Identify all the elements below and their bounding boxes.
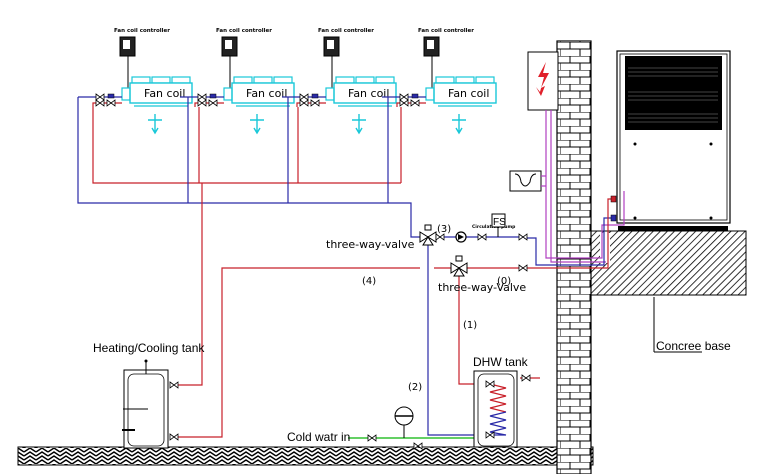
gate-valve-icon <box>410 99 420 107</box>
flow-switch <box>491 213 506 237</box>
gate-valve-icon <box>399 99 409 107</box>
gate-valve-icon <box>518 233 528 241</box>
dhw-tank <box>473 370 518 448</box>
power-supply-box <box>527 51 559 111</box>
concrete-base <box>590 230 747 296</box>
fan-coil-label: Fan coil <box>448 87 489 100</box>
fan-coil-controller-label: Fan coil controller <box>418 28 474 34</box>
gate-valve-icon <box>299 99 309 107</box>
three-way-valve-lower <box>450 255 468 277</box>
gate-valve-icon <box>413 442 423 450</box>
gate-valve-icon <box>477 233 487 241</box>
gate-valve-icon <box>518 264 528 272</box>
gate-valve-icon <box>197 99 207 107</box>
fan-coil-controller-label: Fan coil controller <box>318 28 374 34</box>
air-flow-icon <box>148 114 162 135</box>
air-flow-icon <box>250 114 264 135</box>
lightning-icon <box>536 62 549 96</box>
heating-tank-return-pipe <box>176 267 420 438</box>
gate-valve-icon <box>169 433 179 441</box>
supply-header <box>92 107 401 184</box>
three-way-valve-upper-label: three-way-valve <box>326 238 415 251</box>
gate-valve-icon <box>106 99 116 107</box>
gate-valve-icon <box>208 99 218 107</box>
dhw-coil-hot <box>489 383 507 413</box>
outdoor-heat-pump-unit <box>616 50 731 231</box>
gate-valve-icon <box>95 99 105 107</box>
heating-cooling-tank <box>122 359 169 449</box>
gate-valve-icon <box>299 93 309 101</box>
gate-valve-icon <box>399 93 409 101</box>
dhw-tank-label: DHW tank <box>473 355 529 369</box>
concrete-base-label: Concree base <box>656 339 731 353</box>
unit-supply-pipe <box>520 198 612 269</box>
heating-tank-supply-pipe <box>176 183 203 386</box>
gate-valve-icon <box>485 431 495 439</box>
flow-switch-label: FS <box>493 217 506 228</box>
ground <box>17 446 594 466</box>
gate-valve-icon <box>485 380 495 388</box>
expansion-vessel <box>394 406 414 426</box>
dhw-return-pipe <box>427 245 490 436</box>
gate-valve-icon <box>435 233 445 241</box>
dhw-coil-cold <box>489 411 507 436</box>
fan-grille <box>625 56 722 130</box>
circuit-2-label: (2) <box>408 382 422 393</box>
heating-cooling-tank-label: Heating/Cooling tank <box>93 341 205 355</box>
fan-coil-controller-label: Fan coil controller <box>114 28 170 34</box>
cold-water-in-label: Cold watr in <box>287 430 350 444</box>
return-header <box>77 97 420 238</box>
gate-valve-icon <box>310 99 320 107</box>
gate-valve-icon <box>367 434 377 442</box>
unit-return-pipe <box>524 217 611 266</box>
electrical-wiring <box>541 110 625 263</box>
fan-coil-label: Fan coil <box>144 87 185 100</box>
gate-valve-icon <box>169 381 179 389</box>
three-way-valve-lower-label: three-way-Valve <box>438 281 526 294</box>
wired-controller <box>509 170 542 192</box>
fan-coil-controller-label: Fan coil controller <box>216 28 272 34</box>
three-way-valve-upper <box>419 224 437 246</box>
circuit-0-label: (0) <box>497 276 511 287</box>
gate-valve-icon <box>95 93 105 101</box>
gate-valve-icon <box>197 93 207 101</box>
air-flow-icon <box>452 114 466 135</box>
circuit-3-label: (3) <box>437 224 451 235</box>
circuit-4-label: (4) <box>362 276 376 287</box>
circuit-1-label: (1) <box>463 320 477 331</box>
circulation-pump <box>455 231 467 243</box>
gate-valve-icon <box>521 374 531 382</box>
air-flow-icon <box>352 114 366 135</box>
fan-coil-label: Fan coil <box>246 87 287 100</box>
fan-coil-label: Fan coil <box>348 87 389 100</box>
